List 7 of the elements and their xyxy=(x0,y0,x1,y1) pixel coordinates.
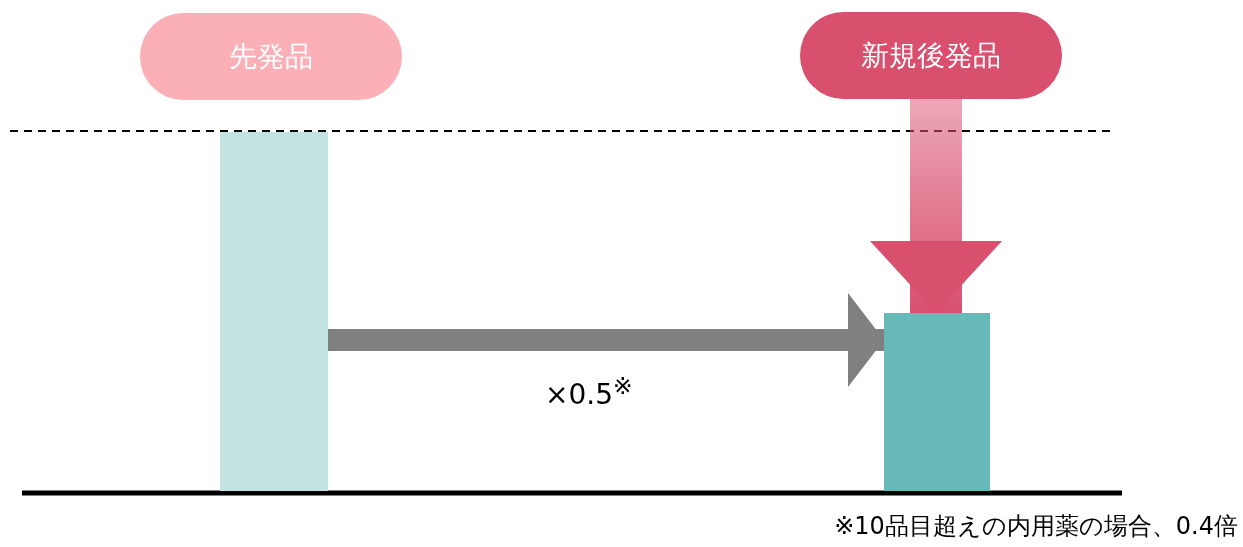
down-arrow xyxy=(870,99,1002,313)
label-pill: 先発品 xyxy=(140,13,402,100)
footnote: ※10品目超えの内用薬の場合、0.4倍 xyxy=(834,511,1238,542)
short-bar xyxy=(884,313,990,491)
tall-bar xyxy=(220,132,328,491)
label-pill: 新規後発品 xyxy=(800,12,1062,99)
arrow xyxy=(328,293,884,387)
